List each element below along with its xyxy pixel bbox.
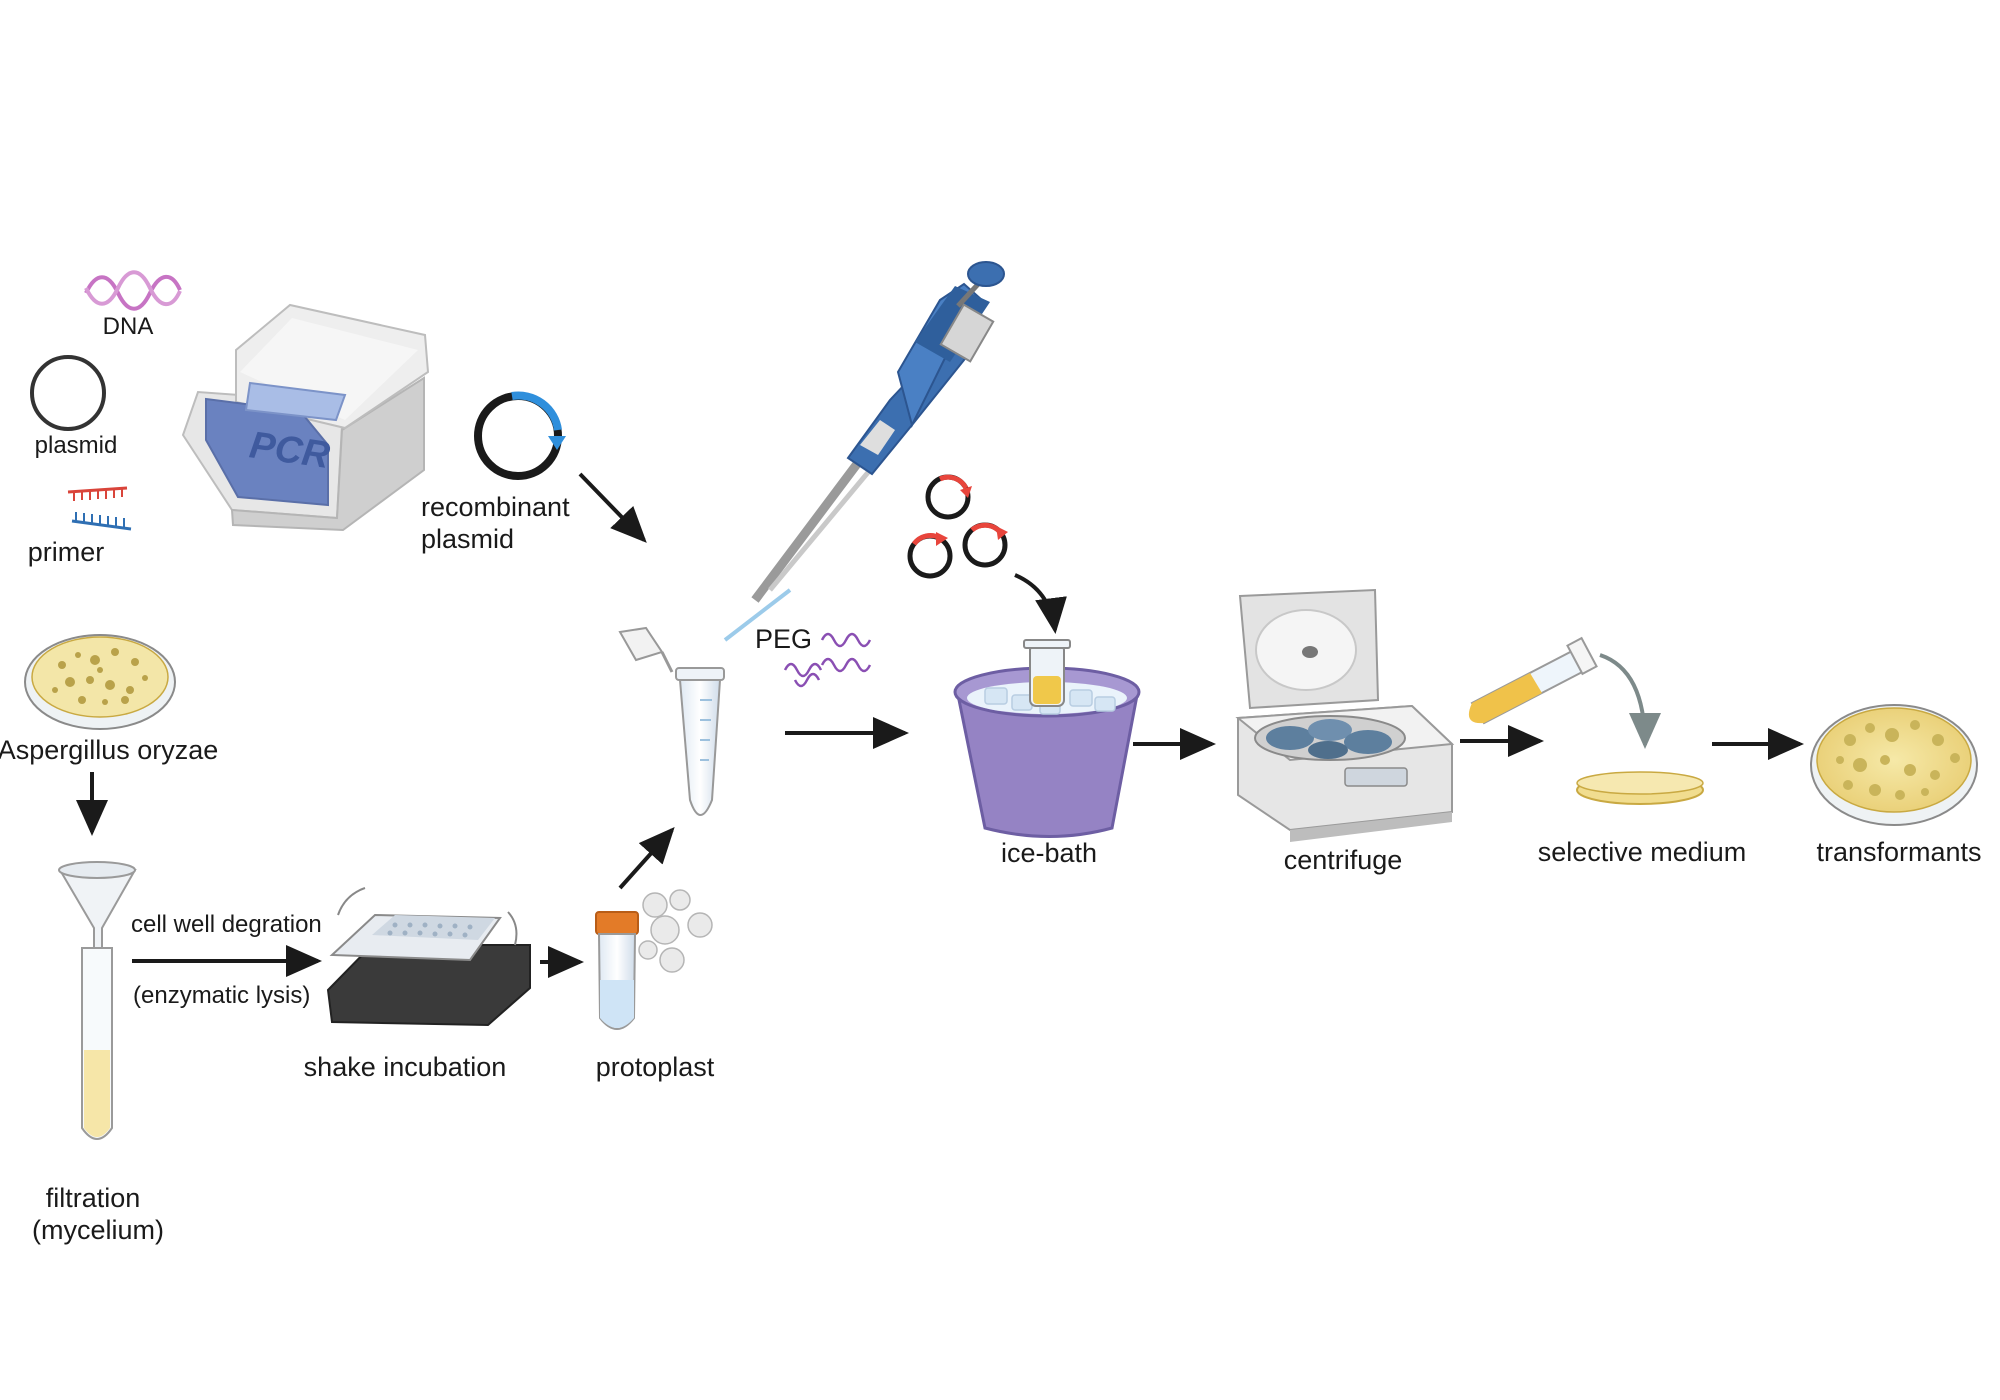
transformants-dish-icon: [1810, 704, 1978, 826]
dna-label: DNA: [102, 313, 154, 340]
enzymatic-lysis-label: (enzymatic lysis): [133, 982, 311, 1009]
selective-medium-label: selective medium: [1537, 837, 1747, 867]
ice-bath-label: ice-bath: [1000, 838, 1098, 868]
transformants-label: transformants: [1816, 837, 1982, 867]
filtration-funnel-icon: [58, 861, 137, 1140]
shaker-incubator-icon: [326, 887, 531, 1027]
plasmid-icon: [30, 355, 106, 431]
peg-label: PEG: [755, 624, 813, 654]
pcr-machine-icon: PCR: [181, 303, 430, 532]
recombinant-label-line2: plasmid: [421, 524, 515, 554]
filtration-label-line1: filtration: [45, 1183, 141, 1213]
test-tube-icon: [1468, 636, 1598, 725]
recombinant-plasmid-icon: [474, 391, 566, 480]
primer-label: primer: [27, 537, 105, 567]
arrow-plasmids-to-icebath: [1014, 573, 1067, 634]
pipette-icon: [723, 261, 1005, 642]
arrow-tube-to-dish: [1599, 653, 1661, 749]
protoplast-label: protoplast: [595, 1052, 715, 1082]
recombinant-plasmids-icon: [907, 474, 1008, 579]
aspergillus-label: Aspergillus oryzae: [0, 735, 219, 765]
peg-icon: [783, 632, 872, 688]
aspergillus-dish-icon: [24, 634, 176, 730]
filtration-label-line2: (mycelium): [32, 1215, 164, 1245]
centrifuge-label: centrifuge: [1283, 845, 1403, 875]
plasmid-label: plasmid: [34, 432, 118, 459]
arrow-protoplast-to-tube: [618, 827, 675, 890]
protoplast-tube-icon: [595, 889, 713, 1030]
shake-incubation-label: shake incubation: [303, 1052, 507, 1082]
selective-medium-dish-icon: [1576, 771, 1704, 805]
dna-icon: [84, 270, 182, 311]
ice-bath-icon: [953, 639, 1141, 838]
arrow-plasmid-to-tube: [578, 472, 647, 543]
microcentrifuge-tube-icon: [618, 626, 725, 816]
cell-wall-label: cell well degration: [131, 911, 322, 938]
centrifuge-icon: [1235, 588, 1455, 842]
recombinant-label-line1: recombinant: [421, 492, 570, 522]
primer-icon: [67, 486, 132, 531]
